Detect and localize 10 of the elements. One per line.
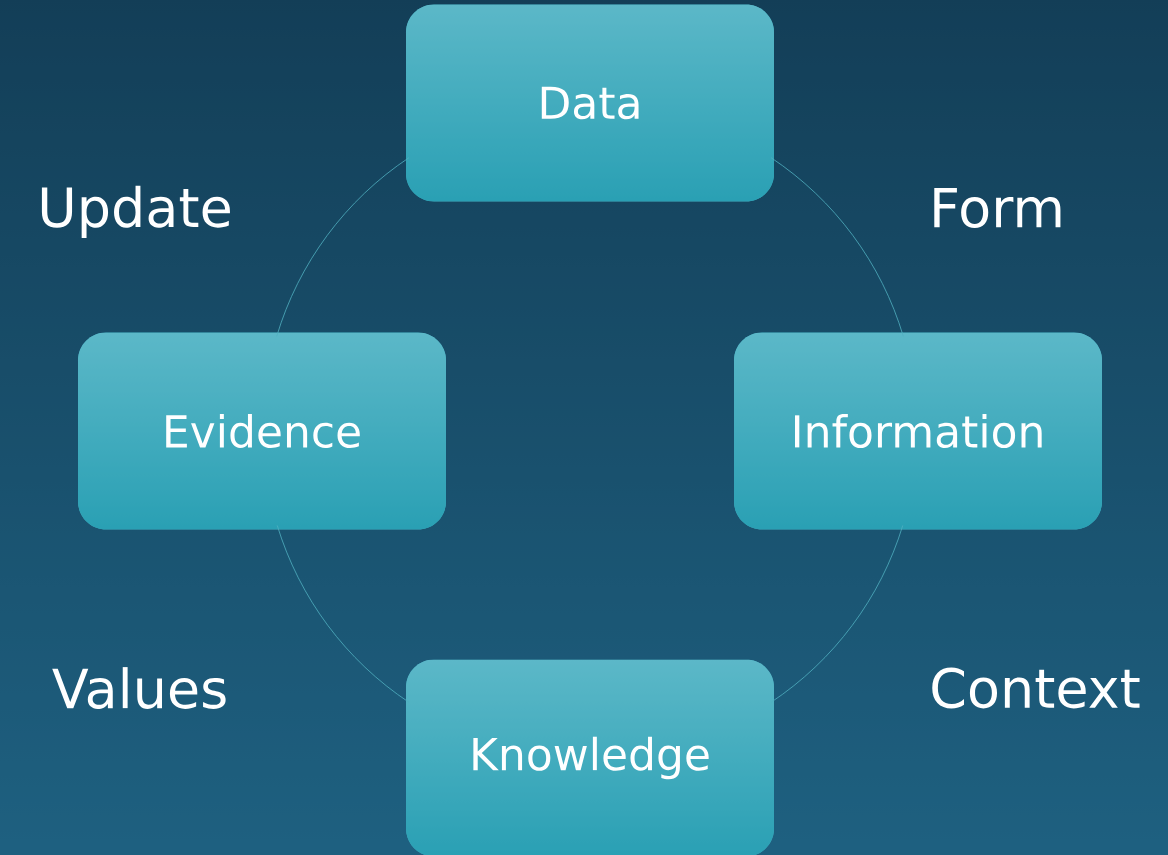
edge-label: Context [932, 667, 1140, 709]
rounded-box: Data [406, 4, 774, 202]
edge-label: Update [41, 185, 230, 239]
edge-label: Form [934, 187, 1061, 229]
rounded-box: Evidence [78, 332, 446, 530]
connector-arc [770, 157, 904, 337]
connector-arc [276, 157, 410, 337]
edge-label: Values [52, 667, 226, 709]
rounded-box: Information [734, 332, 1102, 530]
rounded-box: Knowledge [406, 659, 774, 855]
